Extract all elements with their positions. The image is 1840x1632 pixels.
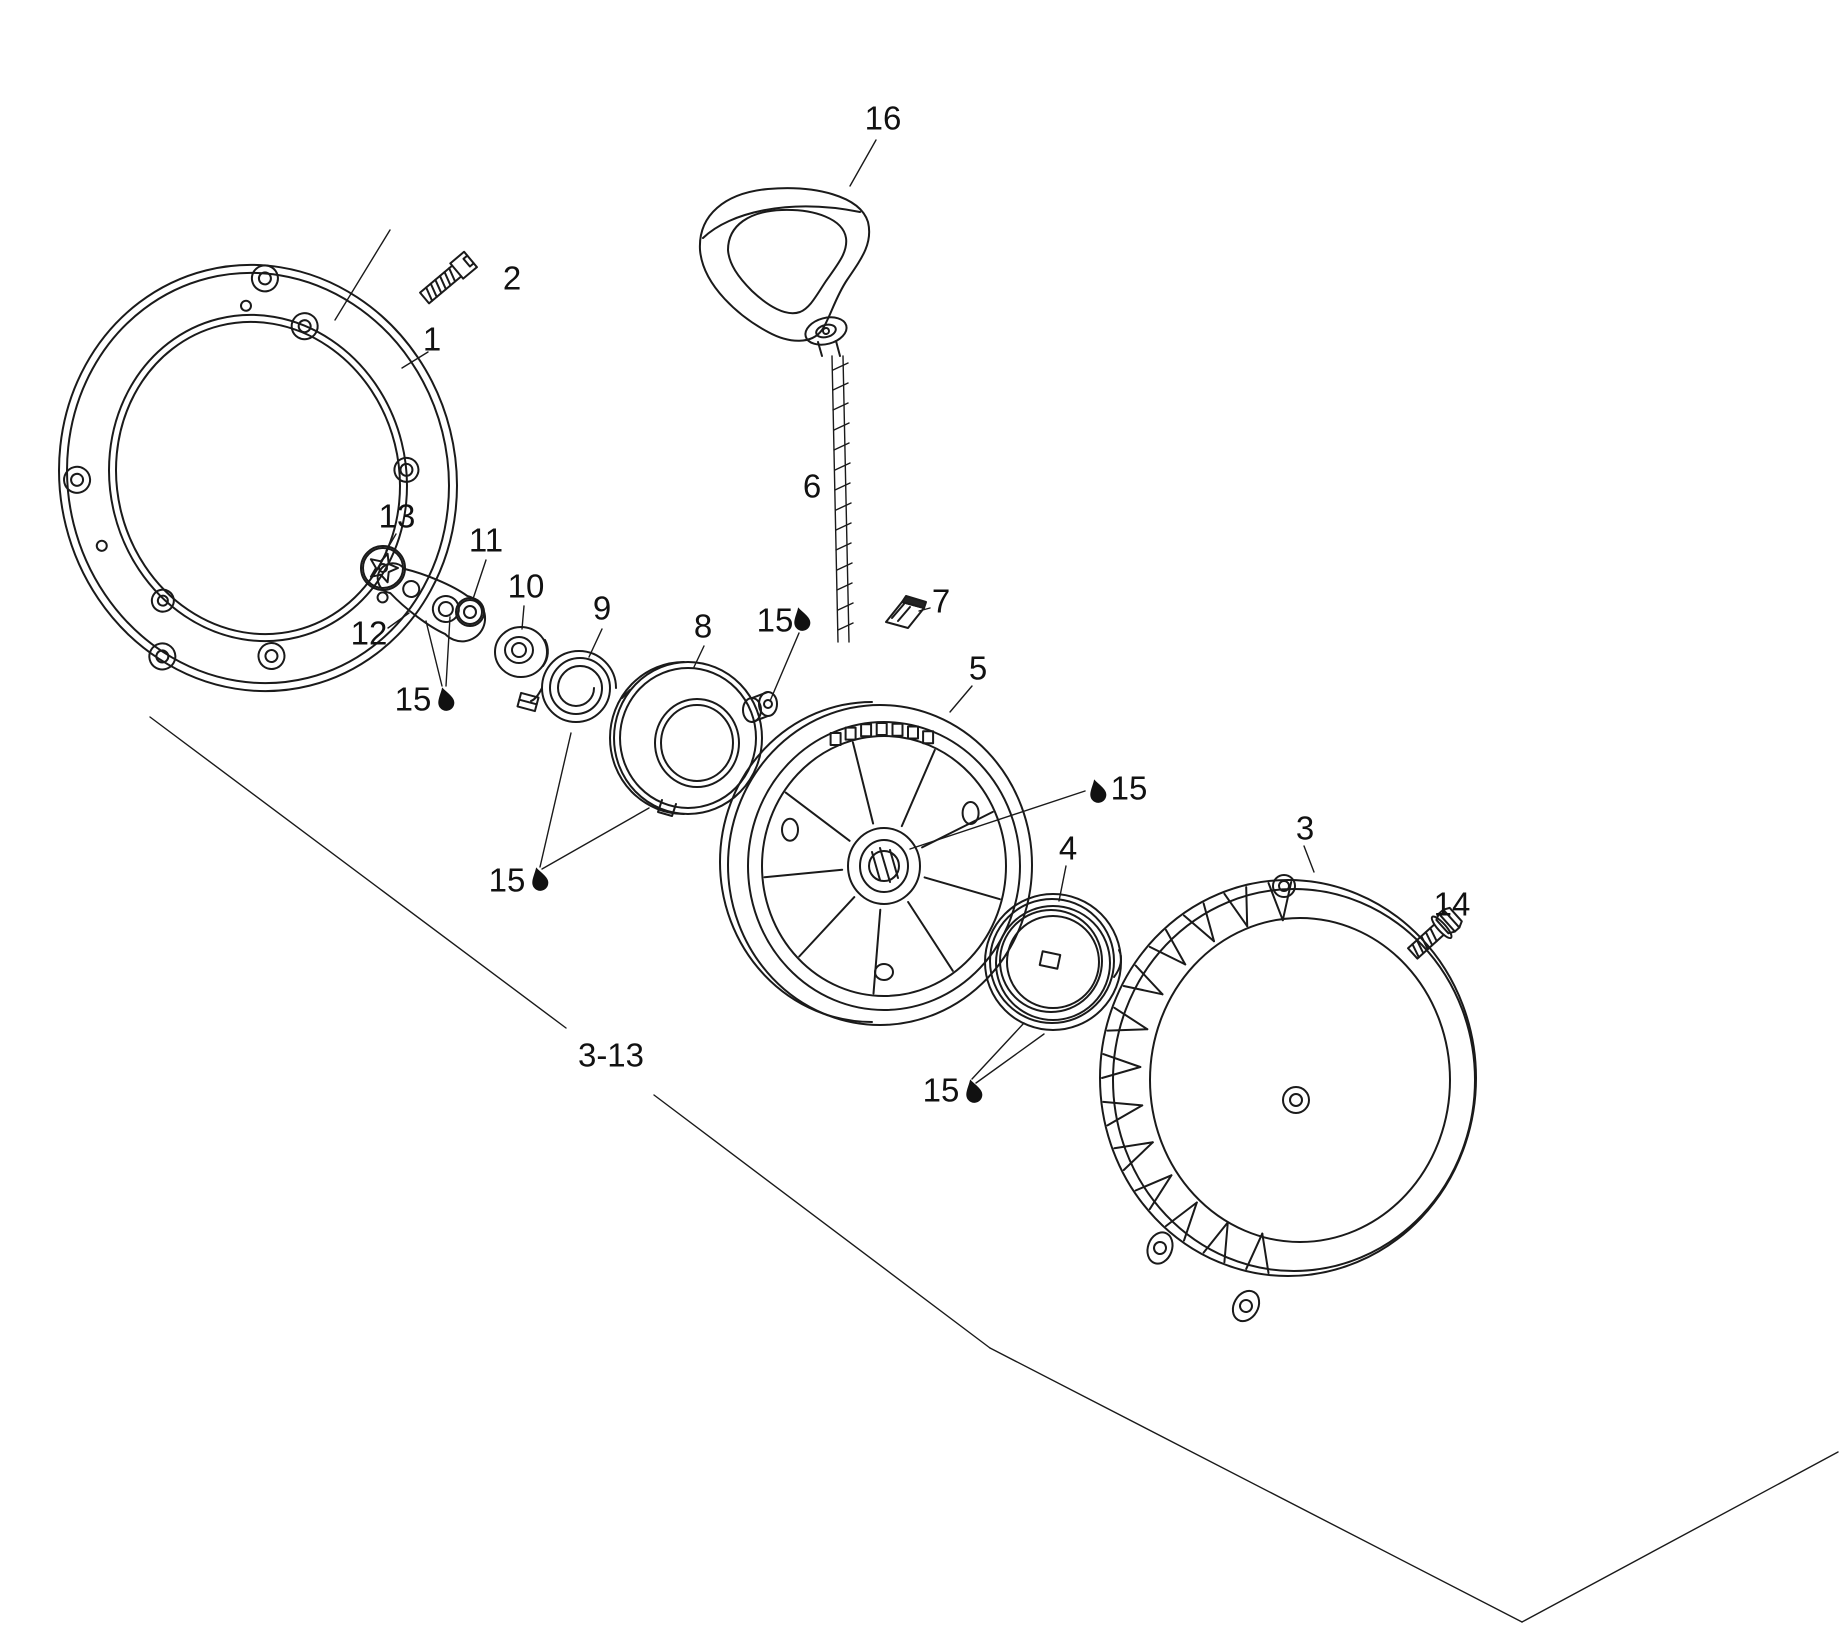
callout-5: 5 xyxy=(969,650,987,687)
callout-6: 6 xyxy=(803,468,821,505)
callout-12: 12 xyxy=(351,615,388,652)
callout-2: 2 xyxy=(503,260,521,297)
callout-7: 7 xyxy=(932,583,950,620)
part-8-spring-housing xyxy=(609,661,778,817)
part-4-rewind-spring xyxy=(984,893,1123,1031)
part-9-spring xyxy=(516,650,617,723)
oil-droplet-icon xyxy=(794,607,811,631)
oil-droplet-icon xyxy=(1090,779,1107,803)
callout-3: 3 xyxy=(1296,810,1314,847)
assembly-plane-lines xyxy=(149,716,1839,1623)
callout-14: 14 xyxy=(1434,886,1471,923)
callout-1: 1 xyxy=(423,321,441,358)
part-1-mounting-flange xyxy=(58,263,458,693)
part-10-bushing xyxy=(494,626,549,678)
callout-labels: 1 2 3 4 5 6 7 8 9 10 11 12 13 14 16 15 1… xyxy=(351,100,1471,1109)
callout-16: 16 xyxy=(865,100,902,137)
callout-10: 10 xyxy=(508,568,545,605)
part-11-washer xyxy=(455,597,485,627)
leader-lines xyxy=(334,139,1315,1084)
part-5-pulley xyxy=(719,701,1033,1026)
callout-15-e: 15 xyxy=(395,681,432,718)
callout-15-c: 15 xyxy=(923,1072,960,1109)
callout-15-a: 15 xyxy=(757,602,794,639)
part-16-starter-handle xyxy=(698,187,871,357)
part-3-starter-cover xyxy=(1099,874,1477,1323)
lubrication-points xyxy=(438,607,1107,1103)
callout-15-b: 15 xyxy=(1111,770,1148,807)
part-14-bolt xyxy=(1406,906,1463,960)
part-12-anchor-plate xyxy=(376,562,487,643)
callout-13: 13 xyxy=(379,498,416,535)
callout-8: 8 xyxy=(694,608,712,645)
callout-9: 9 xyxy=(593,590,611,627)
part-6-rope xyxy=(831,355,854,643)
callout-11: 11 xyxy=(469,522,503,559)
callout-group-3-13: 3-13 xyxy=(578,1037,644,1074)
oil-droplet-icon xyxy=(532,867,549,891)
oil-droplet-icon xyxy=(966,1079,983,1103)
part-2-screw xyxy=(419,250,478,305)
callout-15-d: 15 xyxy=(489,862,526,899)
callout-4: 4 xyxy=(1059,830,1077,867)
oil-droplet-icon xyxy=(438,687,455,711)
part-7-clip xyxy=(885,595,927,629)
